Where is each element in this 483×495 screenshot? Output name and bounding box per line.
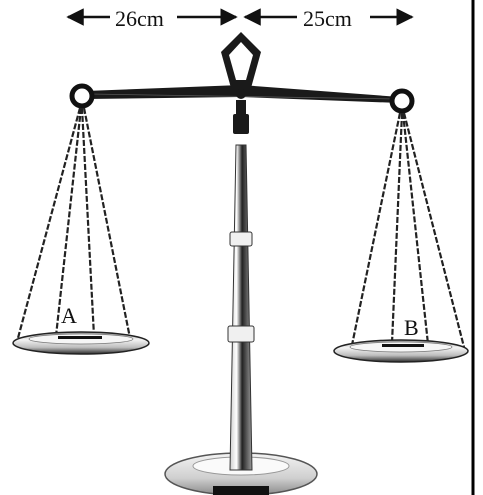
right-pan <box>333 339 469 363</box>
pan-b-label: B <box>404 315 419 340</box>
finial-ornament <box>221 32 261 99</box>
left-ring <box>69 83 95 109</box>
left-pan-chains <box>16 107 132 339</box>
center-pole <box>227 100 255 471</box>
left-pan <box>12 331 150 355</box>
pan-a-label: A <box>61 303 77 328</box>
right-ring <box>389 88 415 114</box>
left-arm-length-label: 26cm <box>115 6 164 31</box>
right-pan-chains <box>350 112 466 348</box>
right-arm-length-label: 25cm <box>303 6 352 31</box>
beam-end-rings <box>69 83 415 114</box>
